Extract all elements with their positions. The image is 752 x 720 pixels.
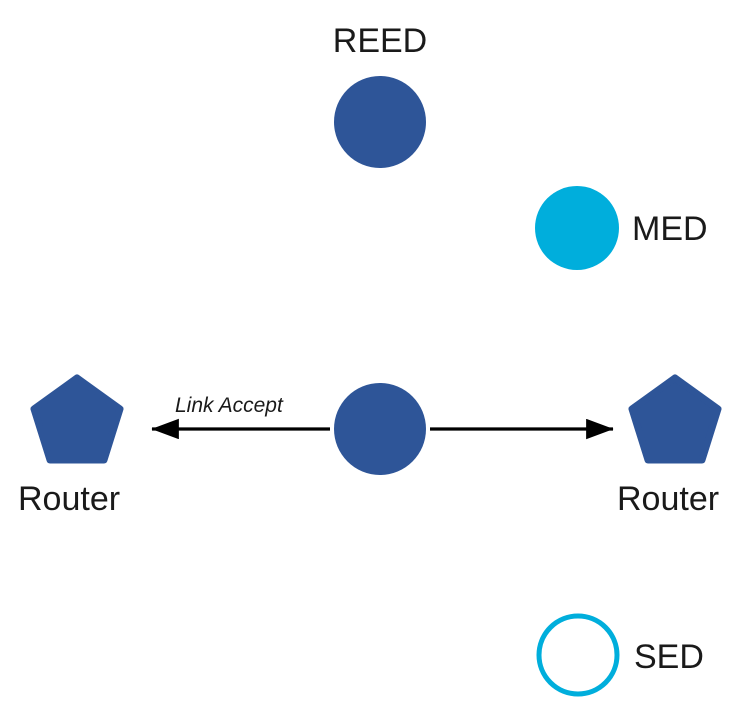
leader-circle-icon: [334, 383, 426, 475]
node-label-reed: REED: [333, 22, 427, 60]
router-left-pentagon-icon: [30, 374, 124, 464]
sed-circle-icon: [536, 613, 620, 697]
node-label-router-right: Router: [617, 480, 719, 518]
edge-leader-to-router-left: Link Accept: [151, 394, 330, 440]
node-router-left[interactable]: Router: [18, 374, 124, 518]
reed-circle-icon: [334, 76, 426, 168]
node-label-sed: SED: [634, 638, 704, 676]
node-label-router-left: Router: [18, 480, 120, 518]
edge-label-link-accept: Link Accept: [175, 394, 284, 417]
med-circle-icon: [535, 186, 619, 270]
router-right-pentagon-icon: [628, 374, 722, 464]
node-label-med: MED: [632, 210, 708, 248]
node-reed[interactable]: REED: [333, 22, 427, 168]
node-router-right[interactable]: Router: [617, 374, 722, 518]
node-sed[interactable]: SED: [536, 613, 704, 697]
node-leader[interactable]: [334, 383, 426, 475]
node-med[interactable]: MED: [535, 186, 708, 270]
